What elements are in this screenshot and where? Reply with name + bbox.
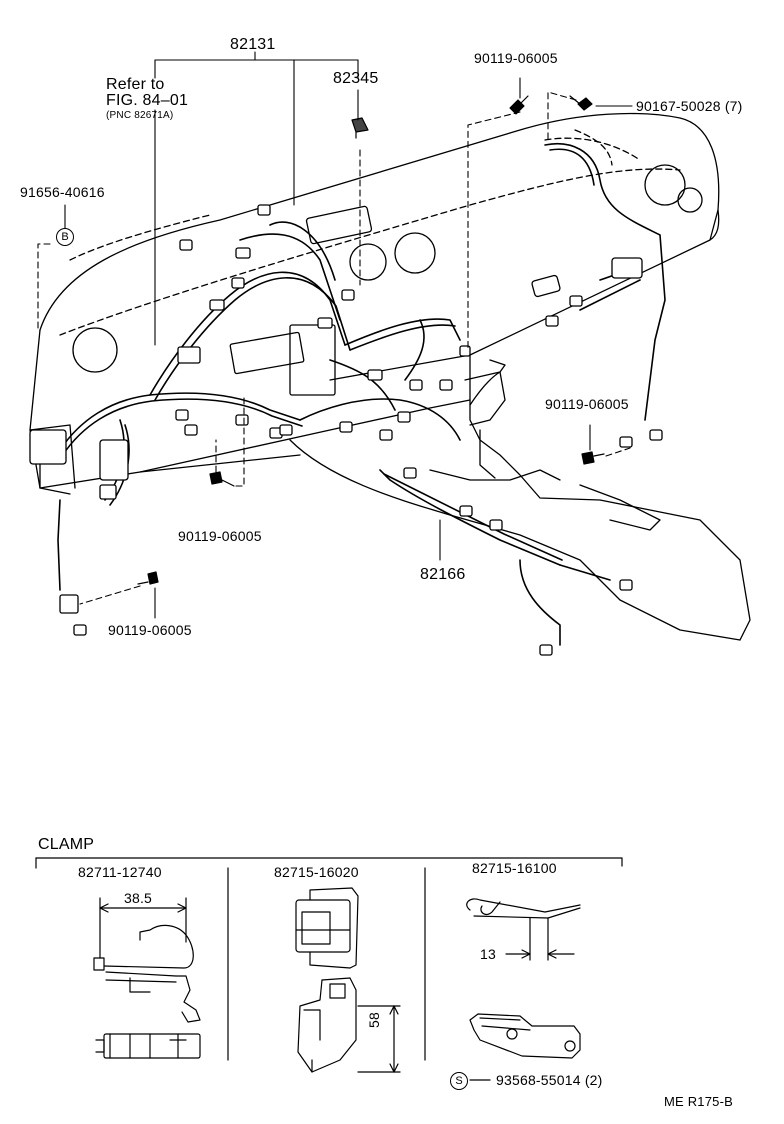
leader-lines	[37, 51, 633, 619]
clamp-title: CLAMP	[38, 836, 95, 853]
bolt-icon	[209, 471, 235, 487]
marker-b-icon: B	[56, 228, 74, 246]
callout-90119-06005-center: 90119-06005	[178, 528, 262, 544]
clamp1-part: 82711-12740	[78, 864, 162, 880]
bolt-icon	[569, 95, 593, 111]
callout-90167-50028: 90167-50028 (7)	[636, 98, 743, 114]
callout-91656-40616: 91656-40616	[20, 184, 105, 200]
refer-line-3: (PNC 82671A)	[106, 110, 174, 121]
clamp3-part: 82715-16100	[472, 860, 557, 876]
clamp1-dimension: 38.5	[124, 890, 153, 906]
refer-line-2: FIG. 84–01	[106, 92, 189, 109]
callout-90119-06005-left: 90119-06005	[108, 622, 192, 638]
bolt-icon	[581, 451, 605, 465]
clip-icon	[351, 117, 369, 139]
callout-82131: 82131	[230, 36, 276, 53]
clamp-section-frame	[35, 857, 623, 1061]
clamp-82715-16100	[466, 898, 581, 1081]
clamp2-part: 82715-16020	[274, 864, 359, 880]
fasteners	[137, 95, 605, 585]
clamp2-dimension: 58	[366, 1012, 382, 1028]
callout-90119-06005-top: 90119-06005	[474, 50, 558, 66]
clamp-82711-12740	[93, 897, 201, 1059]
wire-harness	[57, 143, 666, 646]
marker-s-icon: S	[450, 1072, 468, 1090]
footer-code: ME R175-B	[664, 1094, 733, 1109]
callout-90119-06005-right: 90119-06005	[545, 396, 629, 412]
clamp-82715-16020	[295, 887, 401, 1073]
screw-part: 93568-55014 (2)	[496, 1072, 603, 1088]
refer-line-1: Refer to	[106, 76, 165, 93]
callout-82166: 82166	[420, 566, 466, 583]
connectors	[29, 204, 663, 656]
clamp3-dimension: 13	[480, 946, 496, 962]
bolt-icon	[509, 95, 529, 115]
instrument-panel-outline	[29, 112, 751, 641]
bolt-icon	[137, 571, 159, 585]
callout-82345: 82345	[333, 70, 379, 87]
